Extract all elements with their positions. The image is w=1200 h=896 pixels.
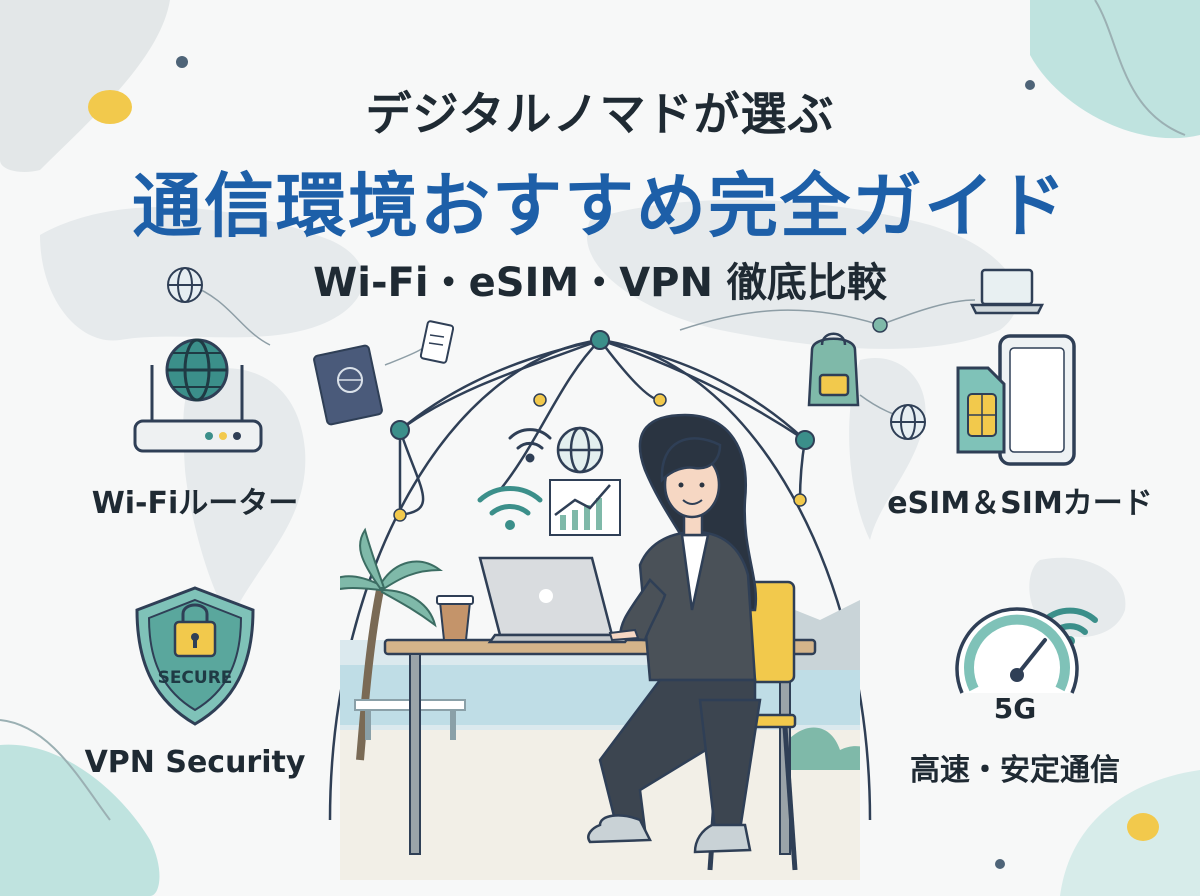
small-laptop-icon — [969, 268, 1045, 315]
wifi-router-label: Wi-Fiルーター — [91, 486, 299, 521]
backpack-icon — [807, 332, 860, 407]
small-globe-icon — [167, 267, 203, 303]
speedometer-5g-icon — [955, 607, 1098, 694]
vpn-shield-icon — [135, 586, 255, 726]
eyebrow-title: デジタルノマドが選ぶ — [365, 87, 835, 141]
esim-sim-label: eSIM＆SIMカード — [887, 486, 1153, 521]
subtitle: Wi-Fi・eSIM・VPN 徹底比較 — [313, 260, 887, 306]
vpn-label: VPN Security — [84, 745, 306, 780]
five-g-badge: 5G — [993, 692, 1037, 725]
main-title: 通信環境おすすめ完全ガイド — [132, 165, 1068, 247]
central-illustration — [328, 330, 872, 880]
small-globe-right-icon — [890, 404, 926, 440]
speed-label: 高速・安定通信 — [910, 753, 1120, 788]
wifi-router-icon — [133, 338, 263, 453]
secure-badge: SECURE — [157, 668, 233, 688]
esim-sim-card-icon — [956, 334, 1076, 466]
